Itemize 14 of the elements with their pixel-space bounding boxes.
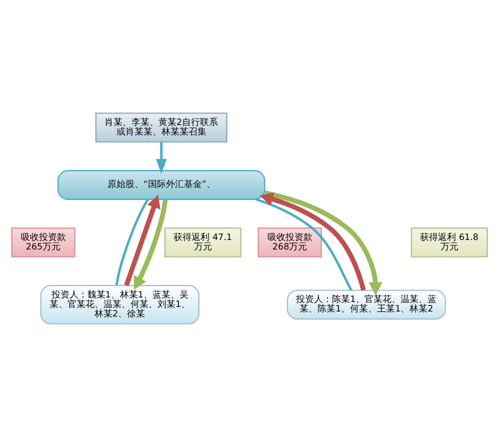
node-box: 投资人：陈某1、官某花、温某、蓝某、陈某1、何某、王某1、林某2 bbox=[286, 290, 446, 320]
arrow bbox=[264, 190, 382, 296]
node-box: 吸收投资款268万元 bbox=[258, 227, 322, 258]
node-box: 原始股、“国际外汇基金”、 bbox=[57, 170, 266, 200]
node-box: 投资人：魏某1、林某1、蓝某、吴某、官某花、温某、何某、刘某1、林某2、徐某 bbox=[40, 284, 200, 324]
arrow bbox=[156, 142, 167, 174]
node-box: 获得返利 61.8万元 bbox=[410, 227, 488, 258]
node-box: 肖某、李某、黄某2自行联系或肖某某、林某某召集 bbox=[95, 112, 228, 142]
arrow bbox=[124, 194, 160, 286]
arrow bbox=[134, 199, 168, 290]
connector bbox=[115, 198, 149, 286]
node-box: 吸收投资款265万元 bbox=[11, 227, 76, 258]
arrow bbox=[260, 192, 366, 291]
node-box: 获得返利 47.1万元 bbox=[164, 227, 242, 258]
